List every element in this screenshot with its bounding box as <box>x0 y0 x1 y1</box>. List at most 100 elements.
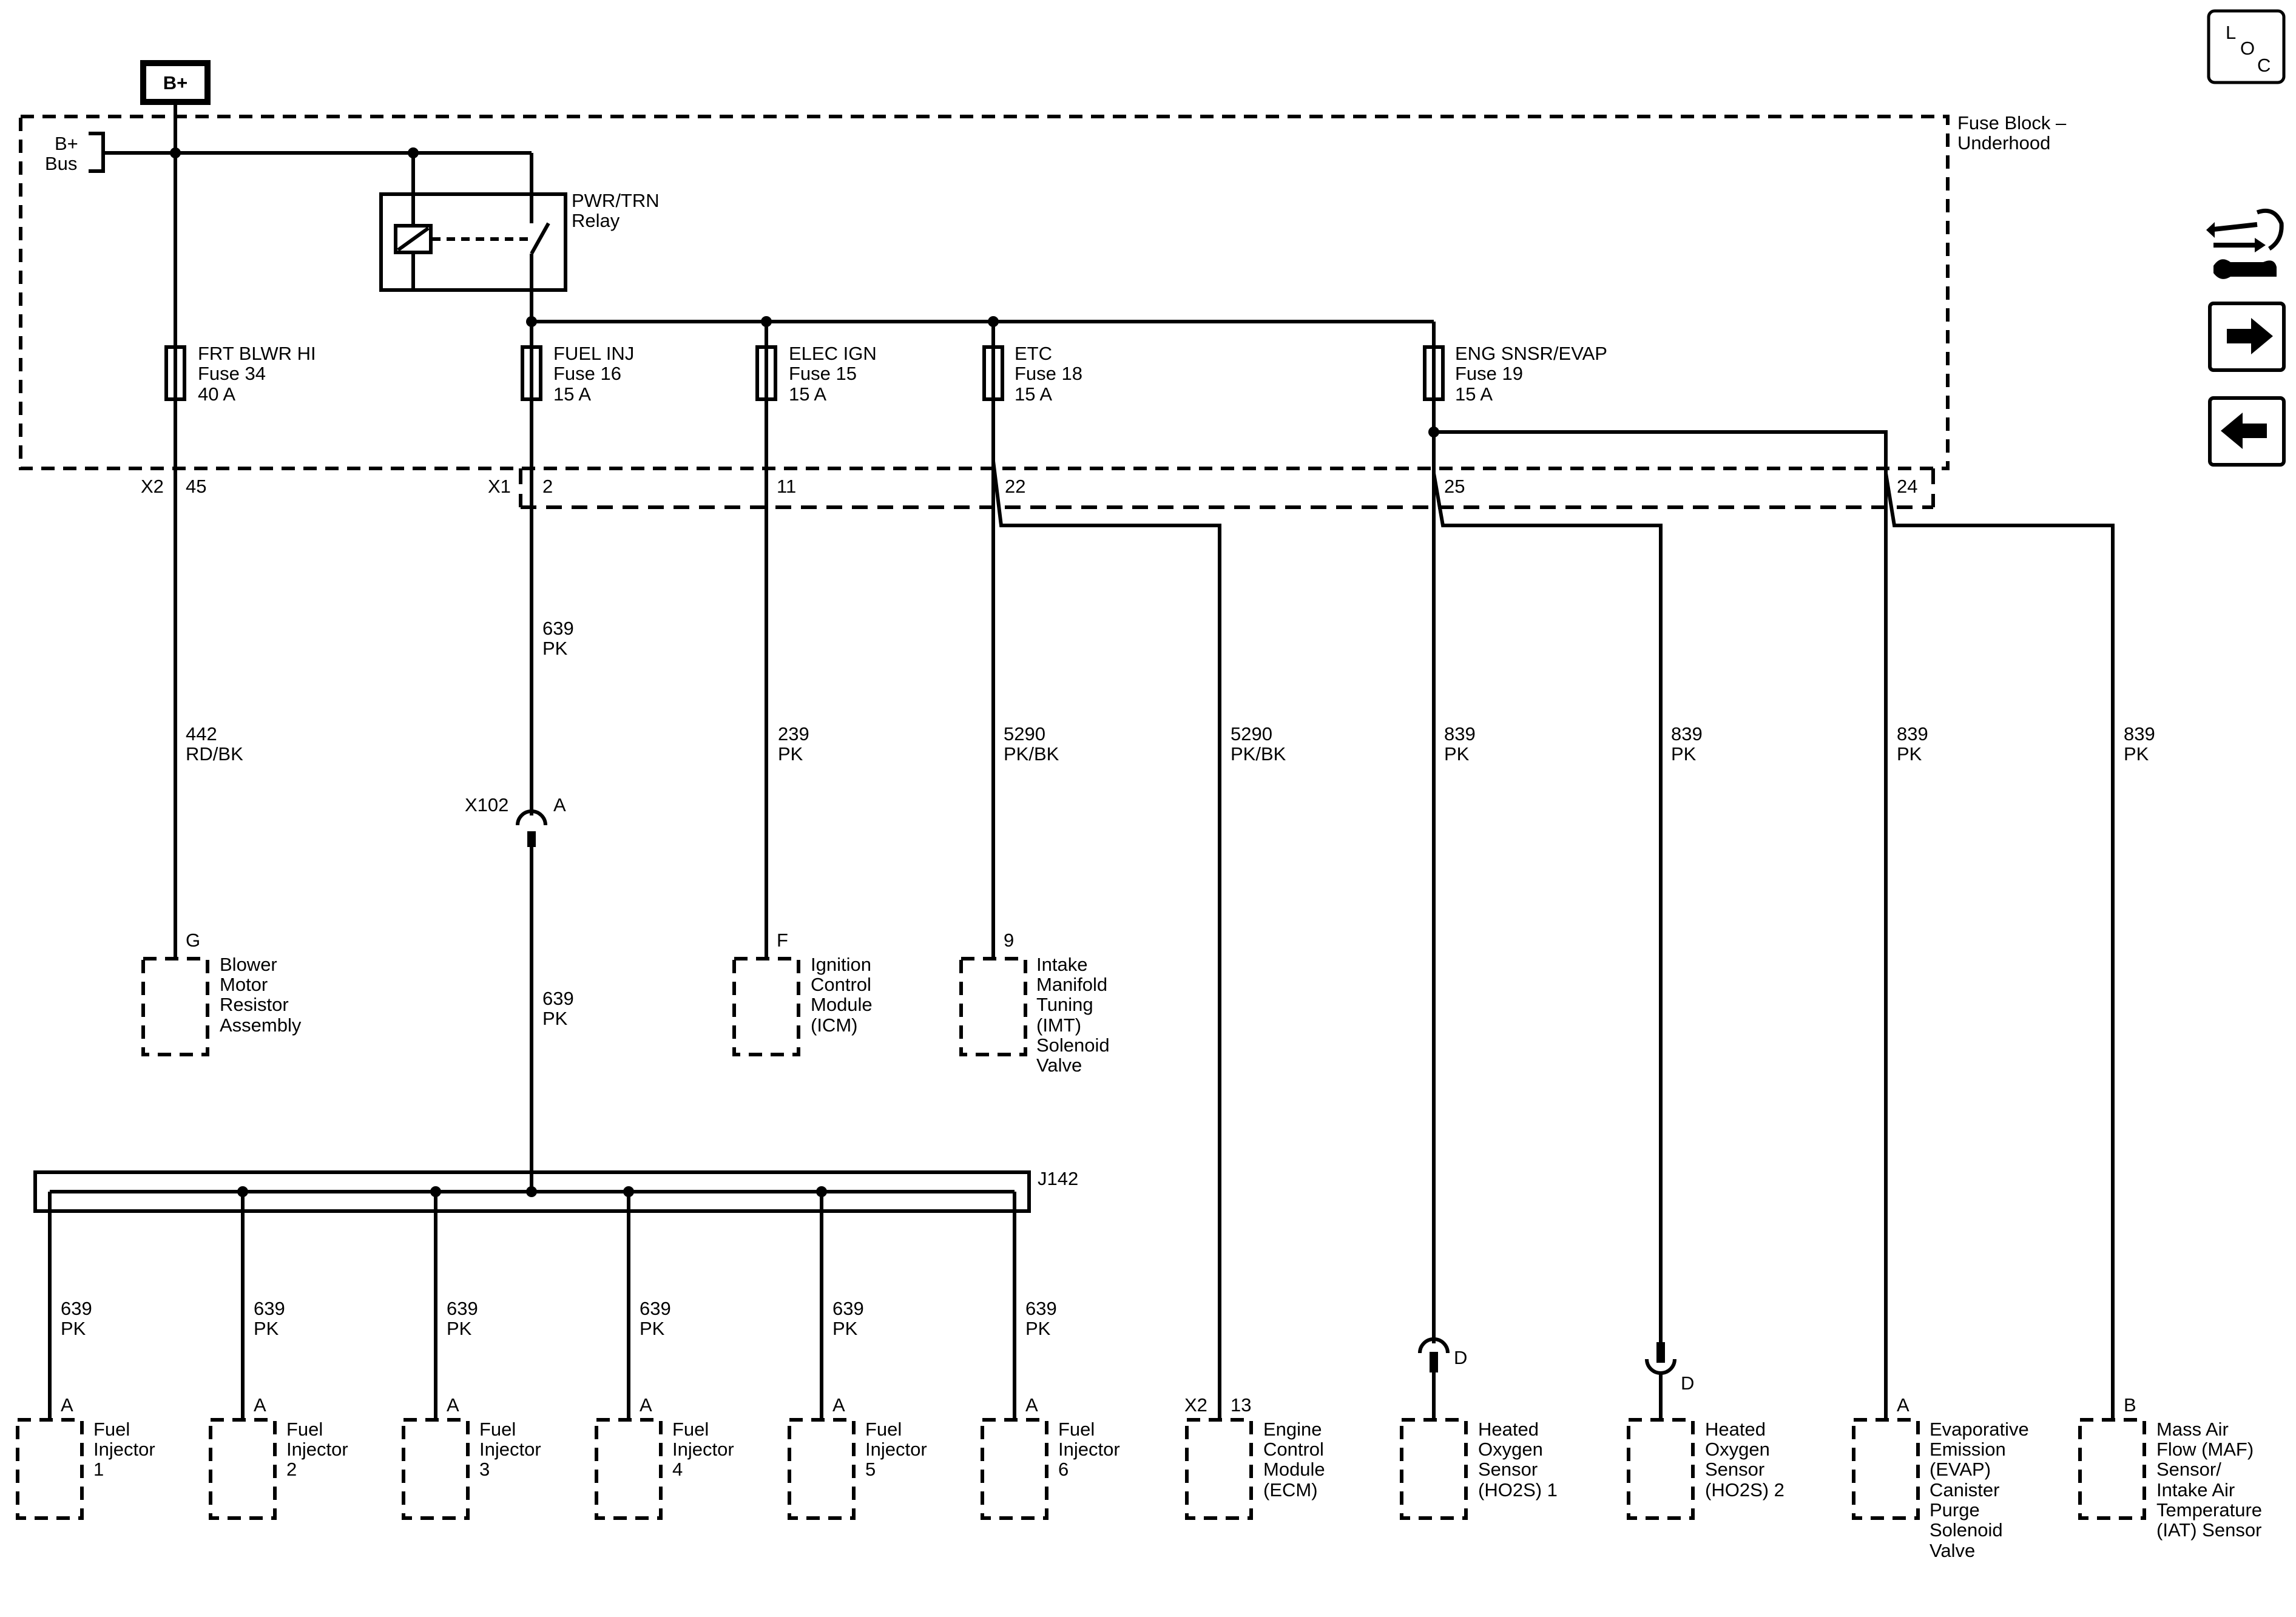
svg-text:Solenoid: Solenoid <box>1930 1519 2003 1541</box>
x102-pin: A <box>553 794 566 815</box>
ho2s2-wire-color: PK <box>1671 743 1697 765</box>
previous-arrow-icon[interactable] <box>2208 396 2286 467</box>
svg-text:(IAT) Sensor: (IAT) Sensor <box>2156 1519 2261 1541</box>
fuel-injector-3-wire-circuit: 639 <box>447 1298 478 1319</box>
ignition-control-module-box <box>732 957 800 1056</box>
location-button[interactable]: L O C <box>2207 9 2286 84</box>
fuel-injector-6-box <box>981 1418 1048 1520</box>
svg-text:Solenoid: Solenoid <box>1036 1035 1110 1056</box>
x102-label: X102 <box>465 794 508 815</box>
svg-text:Mass Air: Mass Air <box>2156 1419 2229 1440</box>
maf-wire <box>1884 473 2115 1420</box>
fuse18-name: ETC <box>1015 343 1052 364</box>
imt-pin: 9 <box>1004 930 1014 951</box>
ho2s1-box <box>1400 1418 1468 1520</box>
svg-text:Valve: Valve <box>1036 1055 1082 1076</box>
svg-text:(HO2S) 1: (HO2S) 1 <box>1478 1479 1558 1501</box>
svg-text:Intake: Intake <box>1036 954 1087 975</box>
svg-text:Sensor: Sensor <box>1478 1459 1538 1480</box>
fuel-injector-5-box <box>788 1418 856 1520</box>
maf-wire-color: PK <box>2124 743 2149 765</box>
relay-coil-diagonal <box>397 226 430 252</box>
fuel-injector-3-label: Fuel <box>479 1419 516 1440</box>
fuel-injector-3-box <box>402 1418 470 1520</box>
fuse15-pin: 11 <box>777 476 796 497</box>
fuel-inj-wire-color: PK <box>542 638 568 659</box>
engine-control-module-label: Engine Control Module (ECM) <box>1263 1419 1325 1501</box>
fuel-injector-2-wire-color: PK <box>254 1318 279 1339</box>
engine-control-module-box <box>1185 1418 1253 1520</box>
fuel-injector-6-label: 6 <box>1058 1459 1069 1480</box>
evap-solenoid-label: Evaporative Emission (EVAP) Canister Pur… <box>1930 1419 2029 1561</box>
svg-text:Intake Air: Intake Air <box>2156 1479 2235 1501</box>
svg-text:(ECM): (ECM) <box>1263 1479 1318 1501</box>
svg-text:(ICM): (ICM) <box>811 1014 857 1036</box>
j142-label: J142 <box>1038 1168 1078 1189</box>
svg-text:Engine: Engine <box>1263 1419 1322 1440</box>
fuel-inj-lower-circuit: 639 <box>542 988 574 1009</box>
fuse16-pin: 2 <box>542 476 553 497</box>
fuel-injector-5-label: 5 <box>865 1459 876 1480</box>
bus-bracket <box>89 132 105 173</box>
ecm-connector: X2 <box>1184 1394 1207 1416</box>
battery-supply-label: B+ <box>163 72 188 93</box>
fuel-injector-6-label: Injector <box>1058 1439 1120 1460</box>
svg-text:Purge: Purge <box>1930 1499 1980 1521</box>
fuel-injector-1-pin: A <box>61 1394 73 1416</box>
connector-end-view-icon[interactable] <box>2206 208 2284 279</box>
imt-wire-circuit: 5290 <box>1004 723 1045 744</box>
fuse19-branch-bar <box>1434 430 1888 468</box>
fuel-injector-4-pin: A <box>640 1394 652 1416</box>
fuel-injector-1-wire-circuit: 639 <box>61 1298 92 1319</box>
next-arrow-icon[interactable] <box>2208 302 2286 372</box>
ho2s1-label: Heated Oxygen Sensor (HO2S) 1 <box>1478 1419 1558 1501</box>
fuel-injector-5-wire-circuit: 639 <box>832 1298 864 1319</box>
location-letter-o: O <box>2240 38 2255 59</box>
maf-iat-sensor-label: Mass Air Flow (MAF) Sensor/ Intake Air T… <box>2156 1419 2262 1541</box>
fuel-injector-2-label: 2 <box>286 1459 297 1480</box>
blower-pin: G <box>186 930 200 951</box>
svg-text:Sensor/: Sensor/ <box>2156 1459 2221 1480</box>
fuse18-pin: 22 <box>1005 476 1025 497</box>
ho2s2-wire-circuit: 839 <box>1671 723 1703 744</box>
fuel-inj-wire-circuit: 639 <box>542 618 574 639</box>
fuse16-rating: 15 A <box>553 383 591 405</box>
svg-text:Oxygen: Oxygen <box>1705 1439 1770 1460</box>
svg-text:Canister: Canister <box>1930 1479 1999 1501</box>
fuse15-name: ELEC IGN <box>789 343 877 364</box>
fuel-injector-3-label: 3 <box>479 1459 490 1480</box>
svg-text:Temperature: Temperature <box>2156 1499 2262 1521</box>
fuse-block-label-1: Fuse Block – <box>1957 112 2067 133</box>
fuse-block-outline <box>19 115 1950 470</box>
pwr-trn-relay <box>379 192 567 292</box>
location-letter-c: C <box>2257 55 2271 76</box>
fuel-injector-2-box <box>209 1418 277 1520</box>
svg-text:Assembly: Assembly <box>220 1014 302 1036</box>
fuse34-name: FRT BLWR HI <box>198 343 316 364</box>
fuse16-connector: X1 <box>488 476 511 497</box>
ho2s1-wire-circuit: 839 <box>1444 723 1476 744</box>
x102-connector-female <box>516 809 547 826</box>
fuse15-number: Fuse 15 <box>789 363 857 384</box>
svg-text:Ignition: Ignition <box>811 954 871 975</box>
fuse19-pin-a: 25 <box>1444 476 1465 497</box>
fuel-injector-2-pin: A <box>254 1394 266 1416</box>
blower-wire-circuit: 442 <box>186 723 217 744</box>
icm-wire-circuit: 239 <box>778 723 809 744</box>
ho2s1-connector-female <box>1418 1337 1450 1354</box>
fuse15-rating: 15 A <box>789 383 826 405</box>
svg-text:Oxygen: Oxygen <box>1478 1439 1543 1460</box>
fuel-injector-4-label: Injector <box>672 1439 734 1460</box>
fuse19-number: Fuse 19 <box>1455 363 1523 384</box>
blower-wire-color: RD/BK <box>186 743 243 765</box>
fuel-injector-5-pin: A <box>832 1394 845 1416</box>
evap-pin: A <box>1897 1394 1909 1416</box>
fuel-injector-2-label: Fuel <box>286 1419 323 1440</box>
j142-feed-dot <box>526 1186 537 1197</box>
fuel-injector-5-label: Injector <box>865 1439 927 1460</box>
maf-pin: B <box>2124 1394 2136 1416</box>
svg-text:Evaporative: Evaporative <box>1930 1419 2029 1440</box>
icm-pin: F <box>777 930 788 951</box>
fuel-injector-1-box <box>16 1418 84 1520</box>
